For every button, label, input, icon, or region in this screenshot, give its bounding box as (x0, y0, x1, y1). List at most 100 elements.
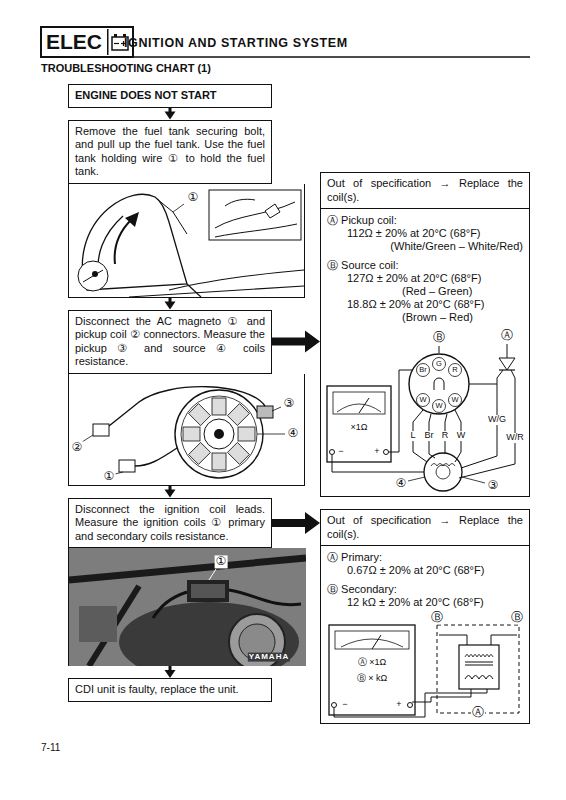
ohmmeter (329, 625, 415, 715)
stator-symbol (431, 464, 455, 467)
coupler-symbol (433, 400, 446, 413)
wire-label: R (441, 431, 450, 441)
stator (227, 403, 249, 425)
illustration-frame: ① (68, 184, 305, 298)
detail-inset (215, 202, 295, 228)
stator (181, 396, 257, 472)
detail-inset (209, 190, 301, 240)
start-box: ENGINE DOES NOT START (68, 84, 272, 108)
leader-line (257, 433, 285, 434)
flow-arrow (165, 486, 176, 498)
stator-symbol (436, 465, 450, 479)
meter-range: Ⓐ ×1Ω (357, 658, 388, 668)
wire (412, 689, 471, 702)
ohmmeter (408, 703, 413, 708)
page-title: IGNITION AND STARTING SYSTEM (124, 36, 348, 50)
spec-text: Ⓐ Pickup coil: (327, 214, 523, 227)
ohmmeter (341, 639, 403, 647)
reference-letter: Ⓐ (500, 329, 514, 342)
reference-letter: Ⓑ (432, 331, 446, 344)
spec-text: 112Ω ± 20% at 20°C (68°F) (347, 227, 523, 240)
detail-inset (215, 224, 297, 237)
spec-text: (Brown – Red) (402, 311, 523, 324)
result-box: Out of specification → Replace the coil(… (320, 509, 530, 724)
ohmmeter (333, 392, 385, 414)
wire-label: L (409, 431, 416, 441)
end-box: CDI unit is faulty, replace the unit. (68, 678, 272, 702)
step-text: Remove the fuel tank securing bolt, and … (75, 125, 265, 179)
ignition-coil-symbol (465, 676, 493, 680)
lift-arrow (125, 212, 139, 227)
spec-text: (Red – Green) (402, 285, 523, 298)
stator (183, 427, 200, 441)
coupler-symbol (409, 354, 469, 414)
ignition-coil-symbol (459, 645, 499, 689)
leader-line (462, 477, 485, 483)
chart-heading: TROUBLESHOOTING CHART (1) (40, 62, 212, 74)
meter-range: Ⓑ × kΩ (356, 674, 389, 684)
stator (238, 427, 255, 441)
reference-letter: Ⓑ (430, 611, 444, 624)
ignition-coil-symbol (459, 645, 499, 689)
engine-photo (229, 590, 301, 605)
motorcycle-frame (129, 286, 304, 297)
pin-label: Br (419, 366, 427, 374)
stator (189, 403, 211, 425)
coupler-symbol (417, 394, 430, 407)
callout-number: ④ (395, 477, 408, 490)
coupler-symbol (434, 378, 444, 390)
wire (439, 346, 440, 353)
wire-label: Br (424, 431, 435, 441)
connector (93, 424, 109, 436)
terminal-sign: − (337, 447, 344, 457)
callout-number: ③ (487, 479, 500, 492)
text-panel: ELEC (46, 28, 102, 55)
pin-label: R (452, 366, 457, 374)
text-panel: Remove the fuel tank securing bolt, and … (68, 120, 272, 184)
coupler-symbol (417, 364, 430, 377)
wire (332, 344, 515, 478)
flow-arrow (165, 108, 176, 120)
ohmmeter (330, 450, 335, 455)
wire (332, 455, 424, 472)
spec-text: Ⓐ Primary: (327, 551, 523, 564)
leader-line (82, 407, 285, 474)
battery-icon (107, 29, 109, 55)
engine-photo (79, 606, 117, 642)
illustration-frame: ①YAMAHA (68, 548, 305, 666)
pin-label: W (451, 396, 458, 404)
spec-text: Ⓑ Secondary: (327, 583, 523, 596)
detail-inset (209, 190, 301, 240)
step-box: Remove the fuel tank securing bolt, and … (68, 120, 272, 298)
text-panel: ENGINE DOES NOT START (68, 84, 272, 108)
wire (109, 386, 265, 425)
engine-photo (153, 592, 187, 618)
battery-icon (123, 34, 126, 37)
ohmmeter (332, 703, 337, 708)
engine-photo (191, 584, 225, 598)
flow-arrow (272, 512, 320, 534)
step-box: Disconnect the AC magneto ① and pickup c… (68, 310, 272, 486)
flow-arrow (272, 331, 320, 353)
stator (204, 419, 234, 449)
illustration-frame: ⒷⒷⒶ ×1ΩⒷ × kΩ−+Ⓐ (321, 611, 529, 723)
flow-arrow (165, 298, 176, 310)
magneto-illustration (69, 374, 306, 486)
detail-inset (265, 204, 280, 218)
wire-label: W/R (505, 433, 525, 443)
diode-symbol (499, 369, 515, 370)
wire (439, 635, 467, 645)
step-box: Disconnect the ignition coil leads. Meas… (68, 498, 272, 667)
engine-photo (119, 602, 299, 666)
detail-inset (78, 261, 108, 291)
wire (491, 635, 517, 645)
brand-marking: YAMAHA (248, 653, 290, 662)
result-box: Out of specification → Replace the coil(… (320, 172, 530, 497)
callout-number: ① (187, 191, 200, 204)
callout-number: ④ (287, 427, 300, 440)
detail-inset (83, 270, 103, 282)
wire (109, 386, 265, 465)
battery-icon (114, 34, 117, 37)
